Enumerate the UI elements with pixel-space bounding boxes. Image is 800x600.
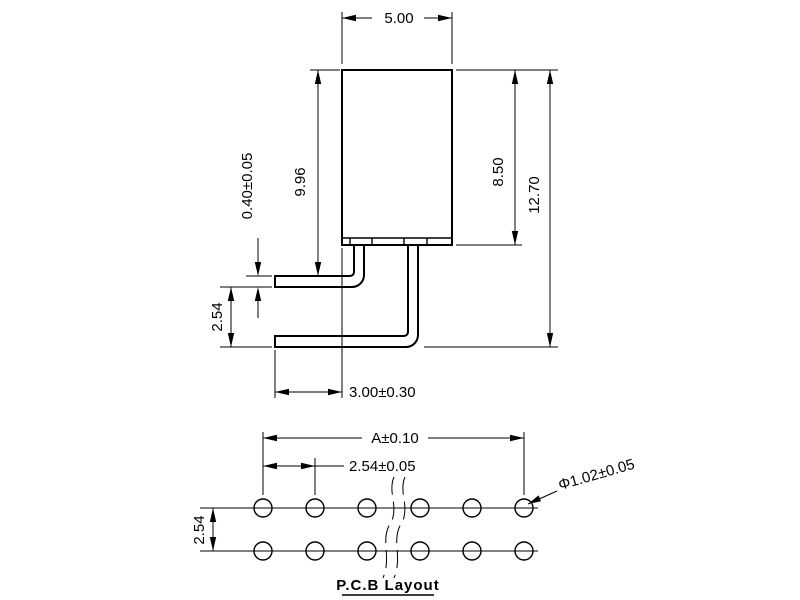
pcb-layout-view: A±0.10 2.54±0.05 2.54 Φ1.02±0.05 P.C.B L… xyxy=(191,430,637,596)
arrowhead xyxy=(227,287,235,347)
dim-tail-length-label: 3.00±0.30 xyxy=(349,384,416,401)
dim-span-label: A±0.10 xyxy=(371,430,418,447)
arrowhead xyxy=(528,495,542,504)
side-view: 5.00 9.96 8.50 12.70 0.40±0. xyxy=(209,10,558,401)
dim-tail-length: 3.00±0.30 xyxy=(274,248,416,401)
dim-hole-diameter: Φ1.02±0.05 xyxy=(527,456,637,505)
dim-pin-thickness: 0.40±0.05 xyxy=(239,153,272,318)
pcb-hole xyxy=(410,541,430,561)
pcb-hole xyxy=(357,498,377,518)
pcb-layout-title: P.C.B Layout xyxy=(336,577,439,596)
pcb-hole xyxy=(462,498,482,518)
dim-extension-lines xyxy=(246,275,272,288)
dim-pcb-row-pitch: 2.54 xyxy=(191,508,217,551)
dim-pin-row-pitch: 2.54 xyxy=(209,286,272,348)
dim-housing-height-label: 9.96 xyxy=(292,167,309,196)
pcb-hole xyxy=(253,498,273,518)
pcb-hole xyxy=(514,541,534,561)
pcb-hole xyxy=(514,498,534,518)
pcb-hole xyxy=(253,541,273,561)
dim-extension-lines xyxy=(456,69,558,246)
dim-extension-lines xyxy=(341,12,453,64)
dim-hole-diameter-label: Φ1.02±0.05 xyxy=(556,456,636,494)
dim-right-height-label: 8.50 xyxy=(490,157,507,186)
dim-total-height: 12.70 xyxy=(424,70,558,348)
pcb-hole xyxy=(410,498,430,518)
pcb-hole xyxy=(305,498,325,518)
dim-pcb-row-pitch-label: 2.54 xyxy=(191,515,208,544)
dim-housing-height: 9.96 xyxy=(292,69,340,276)
connector-body xyxy=(341,69,453,246)
dim-hole-pitch: 2.54±0.05 xyxy=(263,458,416,495)
pcb-hole xyxy=(357,541,377,561)
body-outline xyxy=(341,69,453,246)
arrowhead xyxy=(254,262,262,301)
dim-right-height: 8.50 xyxy=(456,69,558,246)
dim-extension-lines xyxy=(262,432,525,495)
dim-total-height-label: 12.70 xyxy=(526,176,543,214)
body-pin-notches xyxy=(349,238,428,245)
hole-row-centerlines xyxy=(200,507,538,552)
break-lines xyxy=(382,476,406,579)
arrowhead xyxy=(263,462,315,470)
arrowhead xyxy=(209,508,217,551)
dim-extension-lines xyxy=(220,286,272,348)
pcb-hole xyxy=(305,541,325,561)
break-line xyxy=(393,476,406,579)
dim-top-width-label: 5.00 xyxy=(384,10,413,27)
hole-grid xyxy=(253,498,534,561)
dim-hole-pitch-label: 2.54±0.05 xyxy=(349,458,416,475)
dim-pin-thickness-label: 0.40±0.05 xyxy=(239,153,256,220)
pcb-hole xyxy=(462,541,482,561)
dim-span: A±0.10 xyxy=(262,430,525,495)
upper-pin xyxy=(274,244,365,288)
lower-pin xyxy=(274,244,419,348)
dim-pin-row-pitch-label: 2.54 xyxy=(209,302,226,331)
dim-top-width: 5.00 xyxy=(341,10,453,64)
dim-extension-lines xyxy=(274,248,343,398)
break-line xyxy=(382,476,395,579)
pcb-layout-title-label: P.C.B Layout xyxy=(336,577,439,594)
arrowhead xyxy=(275,388,342,396)
